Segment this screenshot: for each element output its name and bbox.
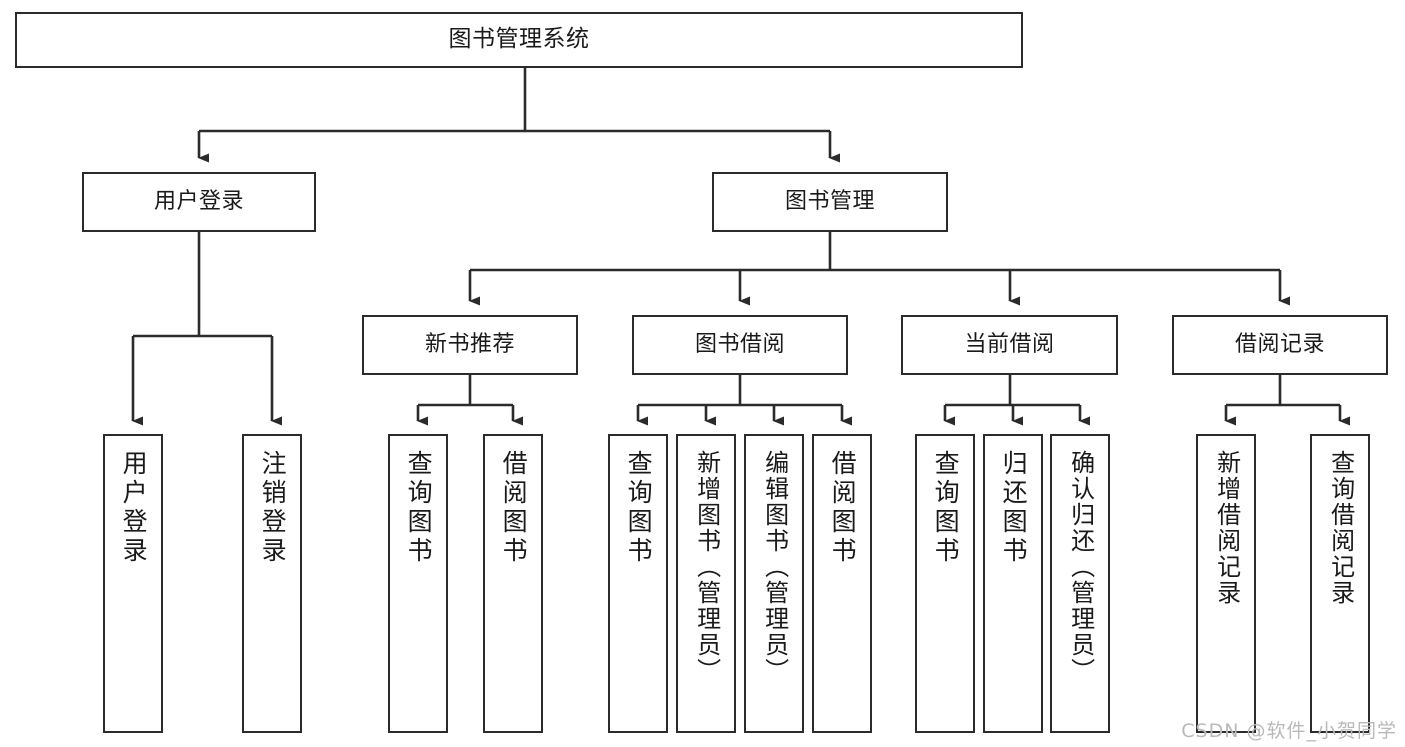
csdn-watermark: CSDN @软件_小贺同学: [1181, 720, 1397, 742]
leaf-edit-book-label: 编辑图书（管理员）: [760, 450, 789, 684]
leaf-add-record-label: 新增借阅记录: [1212, 450, 1241, 606]
node-new-book-recommend-label: 新书推荐: [424, 332, 515, 358]
node-book-manage[interactable]: 图书管理: [712, 172, 948, 232]
leaf-query-book-3[interactable]: 查询图书: [915, 434, 975, 733]
leaf-borrow-book-1[interactable]: 借阅图书: [483, 434, 543, 733]
node-user-login-label: 用户登录: [153, 189, 244, 215]
leaf-return-book-label: 归还图书: [999, 450, 1029, 566]
node-book-borrow[interactable]: 图书借阅: [632, 315, 848, 375]
node-new-book-recommend[interactable]: 新书推荐: [362, 315, 578, 375]
leaf-query-book-1[interactable]: 查询图书: [388, 434, 448, 733]
leaf-query-book-3-label: 查询图书: [931, 450, 961, 566]
node-book-manage-label: 图书管理: [784, 189, 875, 215]
leaf-query-record-label: 查询借阅记录: [1326, 450, 1355, 606]
leaf-add-book-label: 新增图书（管理员）: [692, 450, 721, 684]
leaf-query-book-2-label: 查询图书: [624, 450, 654, 566]
leaf-logout-label: 注销登录: [258, 450, 288, 566]
leaf-logout[interactable]: 注销登录: [242, 434, 302, 733]
node-borrow-record[interactable]: 借阅记录: [1172, 315, 1388, 375]
leaf-borrow-book-1-label: 借阅图书: [499, 450, 529, 566]
leaf-borrow-book-2-label: 借阅图书: [828, 450, 858, 566]
leaf-query-book-2[interactable]: 查询图书: [608, 434, 668, 733]
leaf-return-book[interactable]: 归还图书: [983, 434, 1043, 733]
node-user-login[interactable]: 用户登录: [82, 172, 316, 232]
node-book-borrow-label: 图书借阅: [694, 332, 785, 358]
leaf-confirm-return[interactable]: 确认归还（管理员）: [1050, 434, 1110, 733]
node-root[interactable]: 图书管理系统: [15, 12, 1023, 68]
leaf-query-book-1-label: 查询图书: [404, 450, 434, 566]
leaf-borrow-book-2[interactable]: 借阅图书: [812, 434, 872, 733]
leaf-user-login[interactable]: 用户登录: [103, 434, 163, 733]
leaf-add-book[interactable]: 新增图书（管理员）: [676, 434, 736, 733]
leaf-confirm-return-label: 确认归还（管理员）: [1066, 450, 1095, 684]
node-borrow-record-label: 借阅记录: [1234, 332, 1325, 358]
leaf-edit-book[interactable]: 编辑图书（管理员）: [744, 434, 804, 733]
leaf-add-record[interactable]: 新增借阅记录: [1196, 434, 1256, 733]
leaf-query-record[interactable]: 查询借阅记录: [1310, 434, 1370, 733]
leaf-user-login-label: 用户登录: [119, 450, 149, 566]
node-current-borrow-label: 当前借阅: [964, 332, 1055, 358]
node-current-borrow[interactable]: 当前借阅: [901, 315, 1118, 375]
node-root-label: 图书管理系统: [448, 26, 590, 53]
